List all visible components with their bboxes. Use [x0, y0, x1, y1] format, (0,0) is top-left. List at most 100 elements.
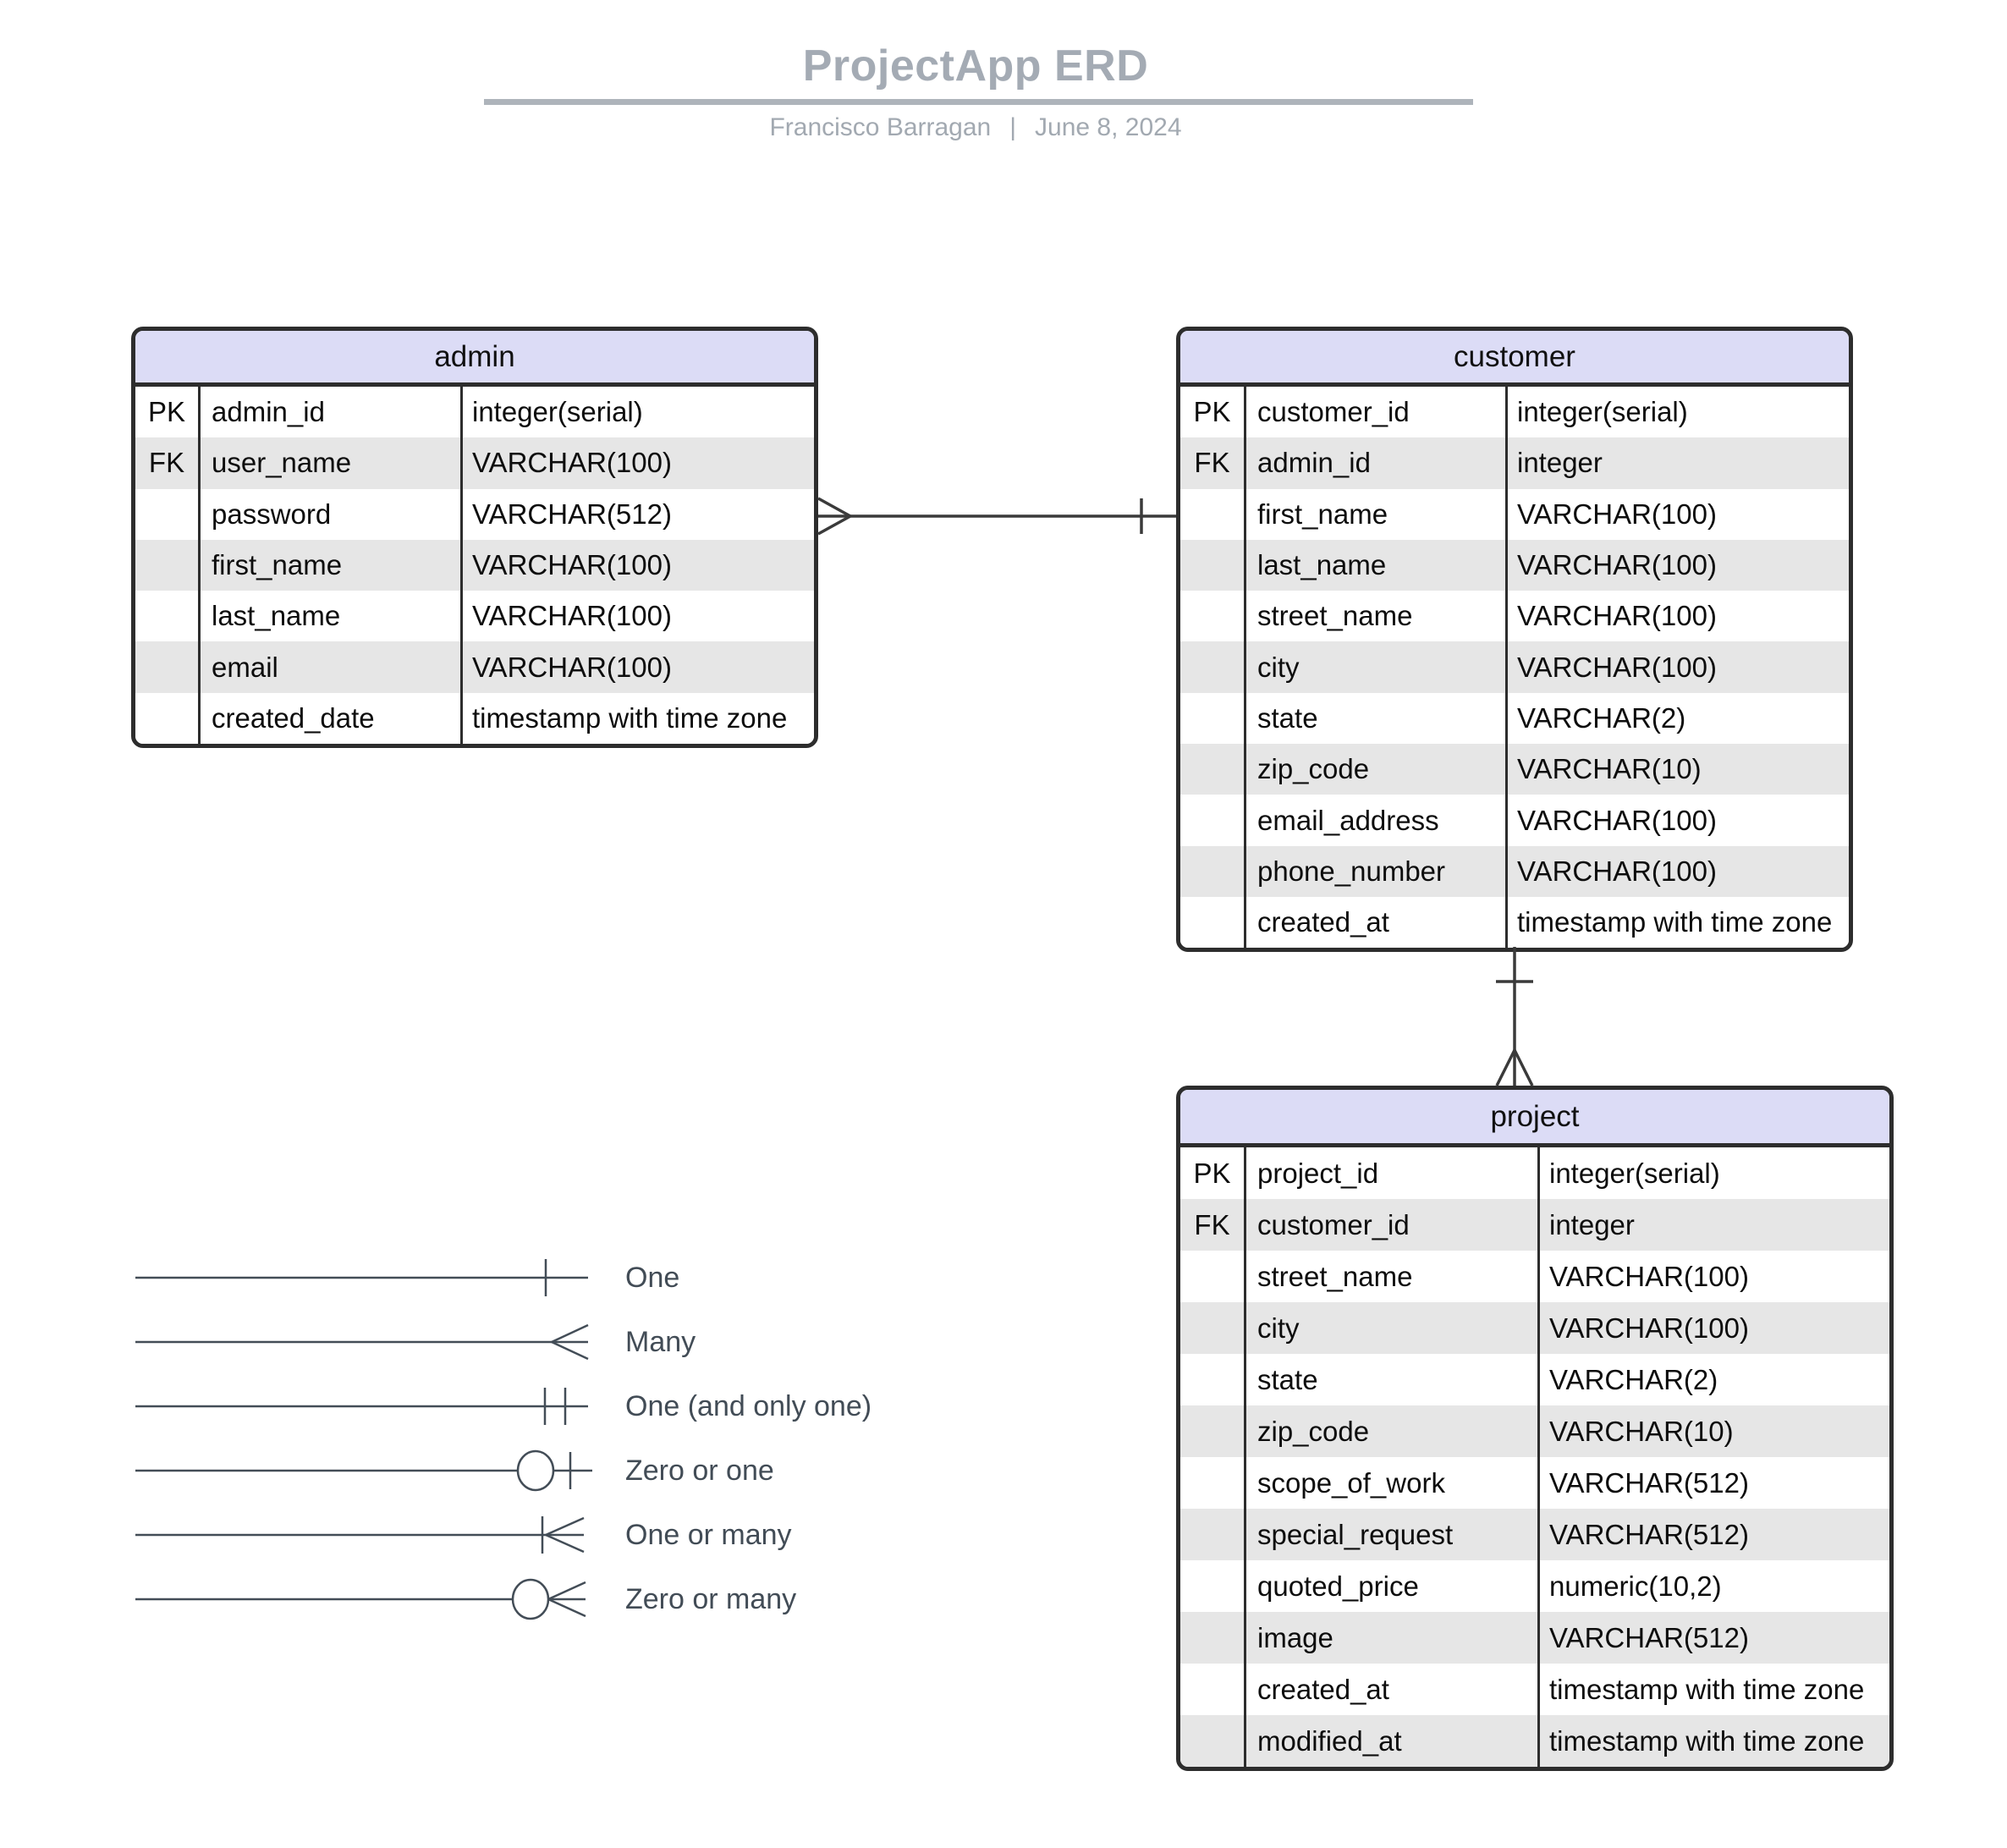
- page-title: ProjectApp ERD: [802, 41, 1149, 91]
- column-name: customer_id: [1246, 387, 1508, 438]
- column-name: admin_id: [201, 387, 463, 438]
- column-name: street_name: [1246, 1251, 1540, 1302]
- column-name: customer_id: [1246, 1199, 1540, 1251]
- table-row: state VARCHAR(2): [1180, 692, 1849, 745]
- column-key: FK: [1180, 1199, 1246, 1251]
- subtitle-author: Francisco Barragan: [769, 113, 992, 141]
- column-key: [135, 539, 201, 591]
- column-key: FK: [135, 437, 201, 489]
- column-type: integer(serial): [1517, 396, 1688, 428]
- many-crowfoot-icon: [1513, 1049, 1534, 1086]
- column-name: zip_code: [1246, 1405, 1540, 1457]
- entity-admin-title: admin: [434, 339, 515, 373]
- table-row: scope_of_work VARCHAR(512): [1180, 1457, 1889, 1509]
- title-divider: [484, 99, 1473, 105]
- column-name: zip_code: [1246, 744, 1508, 795]
- column-key: [1180, 692, 1246, 745]
- zero-or-many-symbol-icon: [135, 1578, 586, 1620]
- entity-customer-header: customer: [1180, 331, 1849, 387]
- legend-item-zero-or-many: Zero or many: [131, 1567, 977, 1631]
- column-type: VARCHAR(100): [472, 447, 672, 479]
- column-name: street_name: [1246, 591, 1508, 642]
- subtitle-date: June 8, 2024: [1035, 113, 1182, 141]
- column-key: [1180, 1560, 1246, 1612]
- column-name: last_name: [201, 591, 463, 642]
- column-key: [135, 488, 201, 540]
- column-name: image: [1246, 1612, 1540, 1664]
- entity-customer-rows: PK customer_id integer(serial) FK admin_…: [1180, 387, 1849, 949]
- entity-customer-title: customer: [1454, 339, 1575, 373]
- title-block: ProjectApp ERD: [478, 41, 1473, 91]
- column-type: VARCHAR(10): [1517, 753, 1702, 785]
- column-type: VARCHAR(100): [1549, 1312, 1749, 1344]
- legend-item-many: Many: [131, 1310, 977, 1374]
- column-type: timestamp with time zone: [1549, 1673, 1865, 1705]
- table-row: first_name VARCHAR(100): [1180, 488, 1849, 540]
- relationship-customer-project: [1495, 947, 1534, 1086]
- column-key: [1180, 1251, 1246, 1302]
- column-name: first_name: [1246, 488, 1508, 540]
- column-name: created_at: [1246, 1664, 1540, 1715]
- column-type: VARCHAR(10): [1549, 1415, 1734, 1447]
- table-row: FK user_name VARCHAR(100): [135, 437, 814, 489]
- column-type: VARCHAR(100): [1517, 600, 1717, 632]
- column-name: created_at: [1246, 896, 1508, 949]
- column-type: VARCHAR(512): [1549, 1621, 1749, 1653]
- legend-item-zero-or-one: Zero or one: [131, 1438, 977, 1503]
- table-row: street_name VARCHAR(100): [1180, 591, 1849, 642]
- one-or-many-symbol-icon: [135, 1516, 585, 1554]
- relationship-admin-customer: [817, 497, 1176, 536]
- table-row: created_at timestamp with time zone: [1180, 1664, 1889, 1715]
- column-type: VARCHAR(512): [472, 498, 672, 530]
- column-name: email: [201, 641, 463, 693]
- column-type: VARCHAR(100): [1517, 549, 1717, 581]
- column-name: email_address: [1246, 795, 1508, 846]
- column-name: first_name: [201, 539, 463, 591]
- table-row: created_at timestamp with time zone: [1180, 896, 1849, 949]
- column-key: [1180, 896, 1246, 949]
- table-row: zip_code VARCHAR(10): [1180, 744, 1849, 795]
- legend-label: Zero or many: [625, 1582, 797, 1615]
- column-key: [135, 641, 201, 693]
- column-name: quoted_price: [1246, 1560, 1540, 1612]
- column-name: scope_of_work: [1246, 1457, 1540, 1509]
- zero-or-one-symbol-icon: [135, 1449, 592, 1492]
- column-key: [135, 591, 201, 642]
- column-name: city: [1246, 641, 1508, 693]
- column-type: integer: [1517, 447, 1603, 479]
- legend-item-one-or-many: One or many: [131, 1503, 977, 1567]
- column-type: VARCHAR(100): [1517, 651, 1717, 683]
- column-key: [1180, 1405, 1246, 1457]
- column-type: integer: [1549, 1208, 1635, 1240]
- entity-admin: admin PK admin_id integer(serial) FK use…: [131, 327, 818, 749]
- column-type: VARCHAR(100): [472, 549, 672, 581]
- column-key: [1180, 1302, 1246, 1354]
- column-key: [135, 692, 201, 745]
- column-type: VARCHAR(512): [1549, 1518, 1749, 1550]
- column-key: [1180, 744, 1246, 795]
- column-type: VARCHAR(100): [472, 651, 672, 683]
- column-key: [1180, 1664, 1246, 1715]
- table-row: special_request VARCHAR(512): [1180, 1509, 1889, 1560]
- column-key: PK: [1180, 1147, 1246, 1199]
- column-key: PK: [1180, 387, 1246, 438]
- column-type: timestamp with time zone: [472, 701, 788, 734]
- column-name: special_request: [1246, 1509, 1540, 1560]
- many-crowfoot-icon: [1495, 1049, 1516, 1086]
- column-type: integer(serial): [1549, 1157, 1720, 1189]
- subtitle: Francisco Barragan|June 8, 2024: [478, 113, 1473, 142]
- table-row: FK customer_id integer: [1180, 1199, 1889, 1251]
- cardinality-legend: One Many One (and only one): [131, 1246, 977, 1631]
- entity-project: project PK project_id integer(serial) FK…: [1176, 1086, 1894, 1771]
- column-type: VARCHAR(100): [1517, 804, 1717, 836]
- column-key: [1180, 795, 1246, 846]
- column-type: integer(serial): [472, 396, 643, 428]
- column-type: VARCHAR(512): [1549, 1466, 1749, 1499]
- column-key: [1180, 641, 1246, 693]
- column-key: PK: [135, 387, 201, 438]
- one-and-only-one-symbol-icon: [135, 1388, 588, 1425]
- one-symbol-icon: [135, 1259, 588, 1296]
- column-type: numeric(10,2): [1549, 1570, 1722, 1602]
- legend-item-one-and-only-one: One (and only one): [131, 1374, 977, 1438]
